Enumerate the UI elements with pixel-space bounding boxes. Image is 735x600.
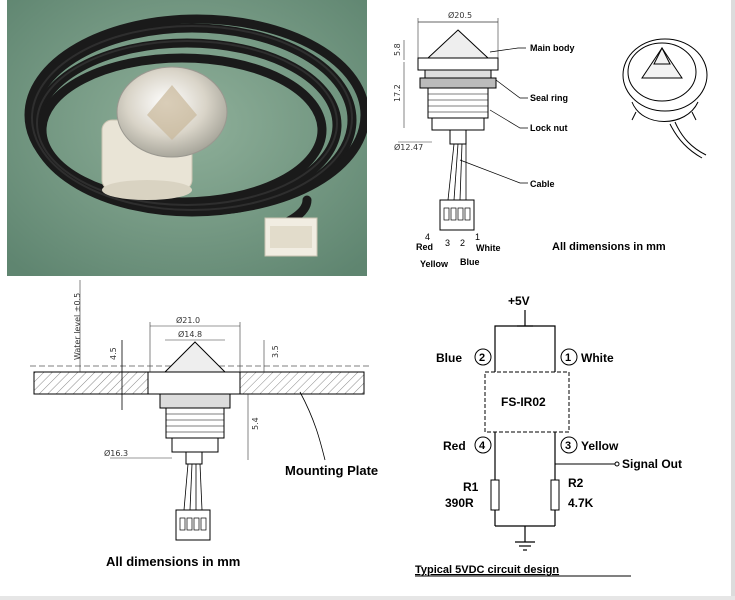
supply-label: +5V (508, 294, 530, 308)
circuit-diagram: +5V FS-IR02 2 1 4 3 Blue White Red Yello… (405, 280, 735, 600)
wire-white: White (476, 243, 501, 253)
callout-lock-nut: Lock nut (530, 123, 568, 133)
pin-1: 1 (475, 232, 480, 242)
mounting-drawing: Ø21.0 Ø14.8 4.5 3.5 5.4 Ø16.3 Water leve… (0, 280, 405, 600)
pin4-num: 4 (479, 440, 486, 452)
pin-3: 3 (445, 238, 450, 248)
circuit-caption: Typical 5VDC circuit design (415, 564, 559, 576)
dim-thick-right: 3.5 (271, 345, 280, 358)
pin-4: 4 (425, 232, 430, 242)
callout-cable: Cable (530, 179, 555, 189)
signal-out-label: Signal Out (622, 457, 682, 471)
mount-dimensions-note: All dimensions in mm (106, 554, 240, 569)
r1-name: R1 (463, 480, 479, 494)
dim-mid: 17.2 (393, 84, 402, 102)
callout-seal-ring: Seal ring (530, 93, 568, 103)
dim-thick-left: 4.5 (109, 347, 118, 360)
dim-top: 5.8 (393, 43, 402, 56)
product-photo (7, 0, 367, 276)
wire-red: Red (416, 242, 433, 252)
r2-name: R2 (568, 476, 584, 490)
pin-2: 2 (460, 238, 465, 248)
bottom-border (0, 596, 735, 600)
mounting-plate-label: Mounting Plate (285, 463, 378, 478)
sensor-dimension-drawing: Ø20.5 5.8 17.2 Ø12.47 Main body Seal rin… (370, 0, 735, 280)
water-level-label: Water level ±0.5 (73, 293, 82, 360)
dim-height: 5.4 (251, 417, 260, 430)
dim-nut: Ø16.3 (104, 448, 128, 458)
r1-value: 390R (445, 496, 474, 510)
pin1-label: White (581, 351, 614, 365)
ic-label: FS-IR02 (501, 395, 546, 409)
callout-main-body: Main body (530, 43, 575, 53)
dim-outer: Ø21.0 (176, 315, 200, 325)
dim-inner: Ø14.8 (178, 329, 202, 339)
wire-yellow: Yellow (420, 259, 449, 269)
dim-bottom: Ø12.47 (394, 142, 423, 152)
r2-value: 4.7K (568, 496, 594, 510)
pin2-label: Blue (436, 351, 462, 365)
pin3-label: Yellow (581, 439, 619, 453)
dim-width: Ø20.5 (448, 10, 472, 20)
pin4-label: Red (443, 439, 466, 453)
top-dimensions-note: All dimensions in mm (552, 241, 666, 253)
pin1-num: 1 (565, 352, 571, 364)
wire-blue: Blue (460, 257, 480, 267)
pin2-num: 2 (479, 352, 485, 364)
right-border (731, 0, 735, 600)
pin3-num: 3 (565, 440, 571, 452)
